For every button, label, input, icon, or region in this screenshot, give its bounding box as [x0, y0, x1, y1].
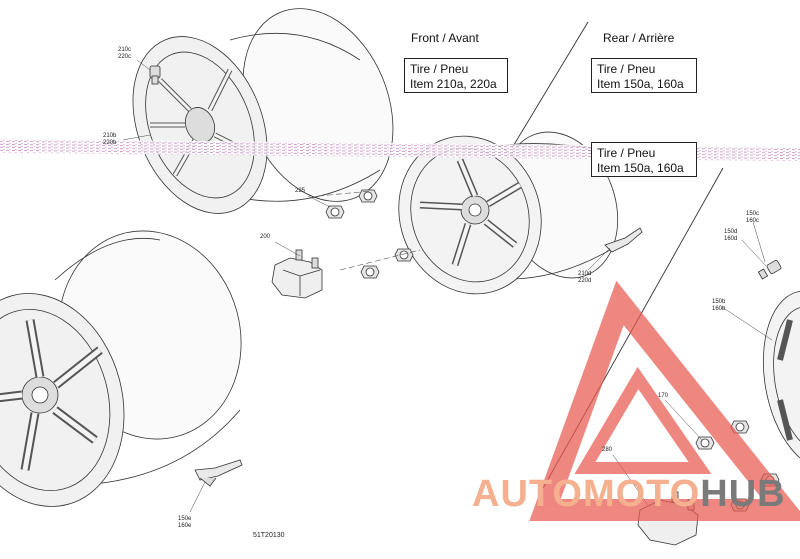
- tire-box-rear-top-line2: Item 150a, 160a: [597, 77, 684, 91]
- callout-150b-a: 150b: [712, 299, 726, 305]
- callout-200: 200: [260, 234, 271, 240]
- callout-210b-a: 210b: [103, 133, 117, 139]
- valve-stem-rear: [757, 260, 782, 280]
- tire-box-rear-top-line1: Tire / Pneu: [597, 62, 656, 76]
- front-wheel-middle: [398, 131, 619, 295]
- callout-210c-b: 220c: [118, 54, 132, 60]
- weight-clip-210d: [604, 227, 643, 253]
- watermark-text-main: AUTOMOTO: [472, 473, 701, 515]
- tire-box-front: Tire / Pneu Item 210a, 220a: [404, 58, 508, 93]
- callout-150e-b: 160e: [178, 523, 192, 529]
- callout-150e: 150e 160e: [178, 516, 191, 530]
- callout-150d: 150d 160d: [724, 229, 737, 243]
- heading-front: Front / Avant: [411, 31, 479, 45]
- callout-150d-a: 150d: [724, 229, 738, 235]
- callout-170: 170: [658, 393, 669, 399]
- callout-280: 280: [602, 447, 613, 453]
- callout-210c: 210c 220c: [118, 47, 131, 61]
- callout-150c: 150c 160c: [746, 211, 759, 225]
- callout-150d-b: 160d: [724, 236, 738, 242]
- tire-box-front-line2: Item 210a, 220a: [410, 77, 497, 91]
- tire-box-rear-top: Tire / Pneu Item 150a, 160a: [591, 58, 697, 93]
- valve-stem-upper: [149, 65, 161, 85]
- callout-210b: 210b 220b: [103, 133, 116, 147]
- section-divider-top: [511, 21, 589, 149]
- hub-part-200: [271, 249, 323, 299]
- watermark-text: AUTOMOTOHUB: [472, 473, 786, 516]
- watermark-text-accent: HUB: [700, 473, 786, 515]
- callout-225: 225: [295, 188, 306, 194]
- watermark-logo: [529, 280, 800, 521]
- callout-150b-b: 160b: [712, 306, 726, 312]
- heading-rear: Rear / Arrière: [603, 31, 675, 45]
- rear-wheel-right: [762, 290, 800, 470]
- callout-210b-b: 220b: [103, 140, 117, 146]
- callout-210c-a: 210c: [118, 47, 132, 53]
- front-wheel-lower: [0, 230, 242, 507]
- tire-box-rear-mid: Tire / Pneu Item 150a, 160a: [591, 142, 697, 177]
- callout-150c-b: 160c: [746, 218, 760, 224]
- callout-210d: 210d 220d: [578, 271, 591, 285]
- callout-150c-a: 150c: [746, 211, 760, 217]
- callout-150b: 150b 160b: [712, 299, 725, 313]
- weight-clip-150e: [194, 459, 243, 487]
- drawing-number: 51T20130: [253, 532, 285, 539]
- front-lug-nuts: [325, 189, 414, 279]
- callout-210d-b: 220d: [578, 278, 592, 284]
- callout-210d-a: 210d: [578, 271, 592, 277]
- tire-box-rear-mid-line1: Tire / Pneu: [597, 146, 656, 160]
- tire-box-rear-mid-line2: Item 150a, 160a: [597, 161, 684, 175]
- callout-150e-a: 150e: [178, 516, 192, 522]
- tire-box-front-line1: Tire / Pneu: [410, 62, 469, 76]
